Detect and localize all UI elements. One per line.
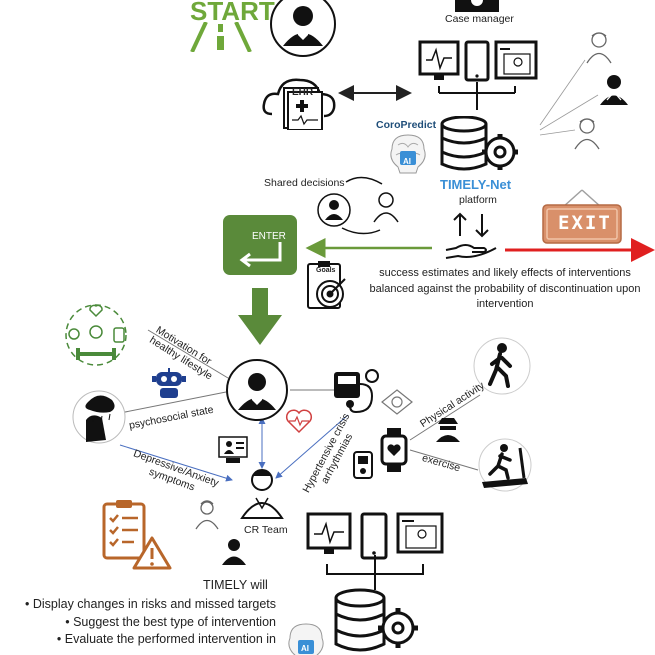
heart-ecg-icon xyxy=(285,408,313,434)
spoke-line xyxy=(147,329,229,379)
ai-label: AI xyxy=(301,644,309,653)
nurse-icon xyxy=(193,498,221,530)
spoke-line xyxy=(409,449,479,471)
spoke-line xyxy=(409,394,481,441)
timely-net-label: TIMELY-Net xyxy=(440,177,512,192)
list-item: Evaluate the performed intervention in xyxy=(0,631,276,649)
ehr-cloud-icon xyxy=(262,74,338,130)
nurse-icon xyxy=(572,116,602,150)
case-manager-icon xyxy=(453,0,501,12)
enter-label: ENTER xyxy=(252,231,286,242)
healthy-lifestyle-icon xyxy=(62,302,130,368)
patient-avatar-icon xyxy=(222,358,292,422)
goals-label: Goals xyxy=(316,267,336,274)
treadmill-icon xyxy=(476,438,534,492)
goals-target-icon xyxy=(306,260,348,312)
glucometer-icon xyxy=(352,450,374,480)
platform-label: platform xyxy=(459,194,497,206)
walking-person-icon xyxy=(472,336,532,396)
start-label: START xyxy=(190,0,275,26)
spoke-line xyxy=(109,391,227,416)
checklist-warning-icon xyxy=(100,498,172,570)
timely-will-heading: TIMELY will xyxy=(203,578,268,592)
ehr-label: EHR xyxy=(292,87,314,98)
nurse-line xyxy=(539,129,576,136)
ai-label: AI xyxy=(403,157,411,166)
platform-screens-icon xyxy=(306,512,446,568)
shared-decisions-label: Shared decisions xyxy=(264,177,345,189)
nurse-line xyxy=(539,59,586,126)
coropredict-label: CoroPredict xyxy=(376,119,437,131)
road-icon xyxy=(188,22,254,52)
nurse-icon xyxy=(584,30,614,64)
nurse-line xyxy=(539,94,599,131)
exit-label: EXIT xyxy=(558,212,612,234)
success-estimates-text: success estimates and likely effects of … xyxy=(369,267,641,310)
database-gear-icon xyxy=(334,588,420,655)
ecg-sensor-icon xyxy=(380,388,414,416)
spoke-line xyxy=(275,414,349,479)
nurse-icon xyxy=(598,72,630,106)
down-arrow xyxy=(238,288,282,345)
nurse-icon xyxy=(220,536,248,566)
blood-pressure-monitor-icon xyxy=(332,366,382,416)
smartwatch-icon xyxy=(380,428,408,472)
anonymous-user-icon xyxy=(434,414,462,442)
ai-brain-icon xyxy=(286,622,326,655)
case-manager-label: Case manager xyxy=(445,13,514,25)
database-gear-icon xyxy=(440,116,522,174)
robot-icon xyxy=(150,368,188,400)
patient-avatar-icon xyxy=(269,0,337,58)
timely-will-list: Display changes in risks and missed targ… xyxy=(0,596,276,649)
list-item: Suggest the best type of intervention xyxy=(0,614,276,632)
data-exchange-hand-icon xyxy=(444,210,500,262)
enter-key-icon xyxy=(222,214,298,276)
cr-team-label: CR Team xyxy=(244,524,288,536)
doctor-consult-icon xyxy=(218,436,248,464)
ai-brain-icon xyxy=(388,133,428,175)
platform-screens-icon xyxy=(418,38,538,110)
cr-team-icon xyxy=(240,466,284,520)
shared-decisions-cycle-icon xyxy=(316,174,408,236)
list-item: Display changes in risks and missed targ… xyxy=(0,596,276,614)
depressed-person-icon xyxy=(72,390,126,444)
exit-sign-icon xyxy=(542,204,622,244)
spoke-line xyxy=(119,444,233,482)
